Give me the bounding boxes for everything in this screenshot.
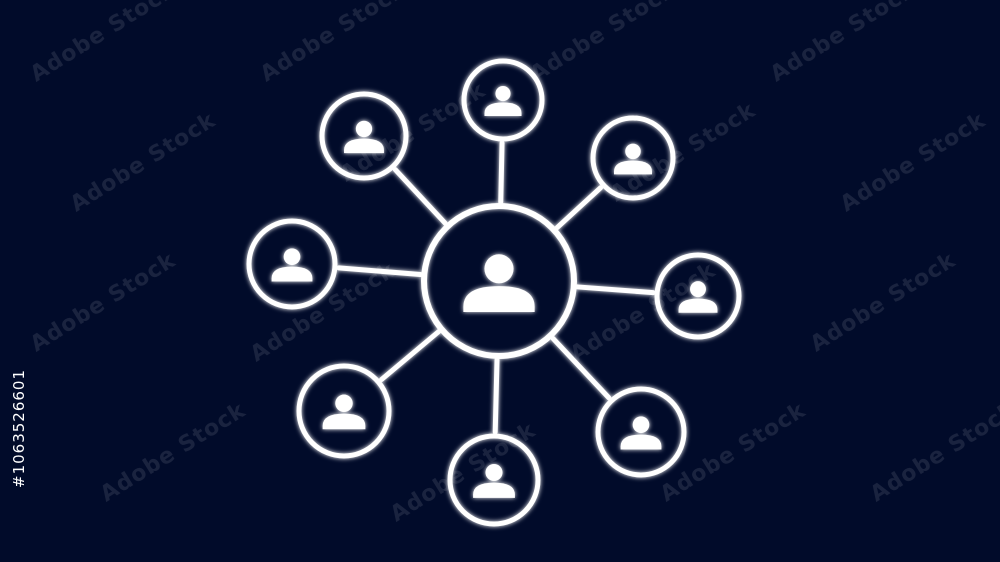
node-bottom-right-person-icon <box>595 386 687 478</box>
person-head <box>690 281 706 298</box>
network-nodes <box>246 58 742 527</box>
stock-id-label: #1063526601 <box>10 368 28 488</box>
node-ring <box>590 115 676 201</box>
person-body <box>613 160 653 175</box>
node-ring <box>461 58 545 142</box>
node-right-person-icon <box>654 252 742 340</box>
connection-line <box>550 336 612 401</box>
node-ring <box>296 363 392 459</box>
node-ring <box>654 252 742 340</box>
node-bottom-left-person-icon <box>296 363 392 459</box>
person-body <box>322 413 366 430</box>
node-ring <box>447 433 541 527</box>
connection-line <box>392 167 448 226</box>
node-ring <box>595 386 687 478</box>
person-body <box>271 266 313 282</box>
person-head <box>335 394 353 413</box>
person-head <box>625 143 641 160</box>
person-head <box>632 416 650 434</box>
center-node-ring <box>421 203 577 359</box>
connection-line <box>336 265 423 278</box>
person-head <box>485 463 503 482</box>
node-bottom-person-icon <box>447 433 541 527</box>
person-body <box>344 138 384 154</box>
node-ring <box>319 91 409 181</box>
connection-line <box>575 284 656 296</box>
node-top-person-icon <box>461 58 545 142</box>
node-ring <box>246 218 338 310</box>
person-body <box>484 102 522 117</box>
connection-line <box>498 140 505 205</box>
connection-lines <box>336 140 656 435</box>
node-top-left-person-icon <box>319 91 409 181</box>
person-body <box>463 286 535 312</box>
node-left-person-icon <box>246 218 338 310</box>
center-person-icon <box>421 203 577 359</box>
person-head <box>495 85 511 102</box>
connection-line <box>554 185 604 231</box>
person-body <box>473 482 515 498</box>
connection-line <box>379 329 441 383</box>
person-body <box>620 434 662 450</box>
person-head <box>484 254 514 284</box>
node-top-right-person-icon <box>590 115 676 201</box>
connection-line <box>492 357 500 435</box>
person-body <box>678 298 718 313</box>
person-head <box>283 248 301 266</box>
person-head <box>355 120 373 138</box>
